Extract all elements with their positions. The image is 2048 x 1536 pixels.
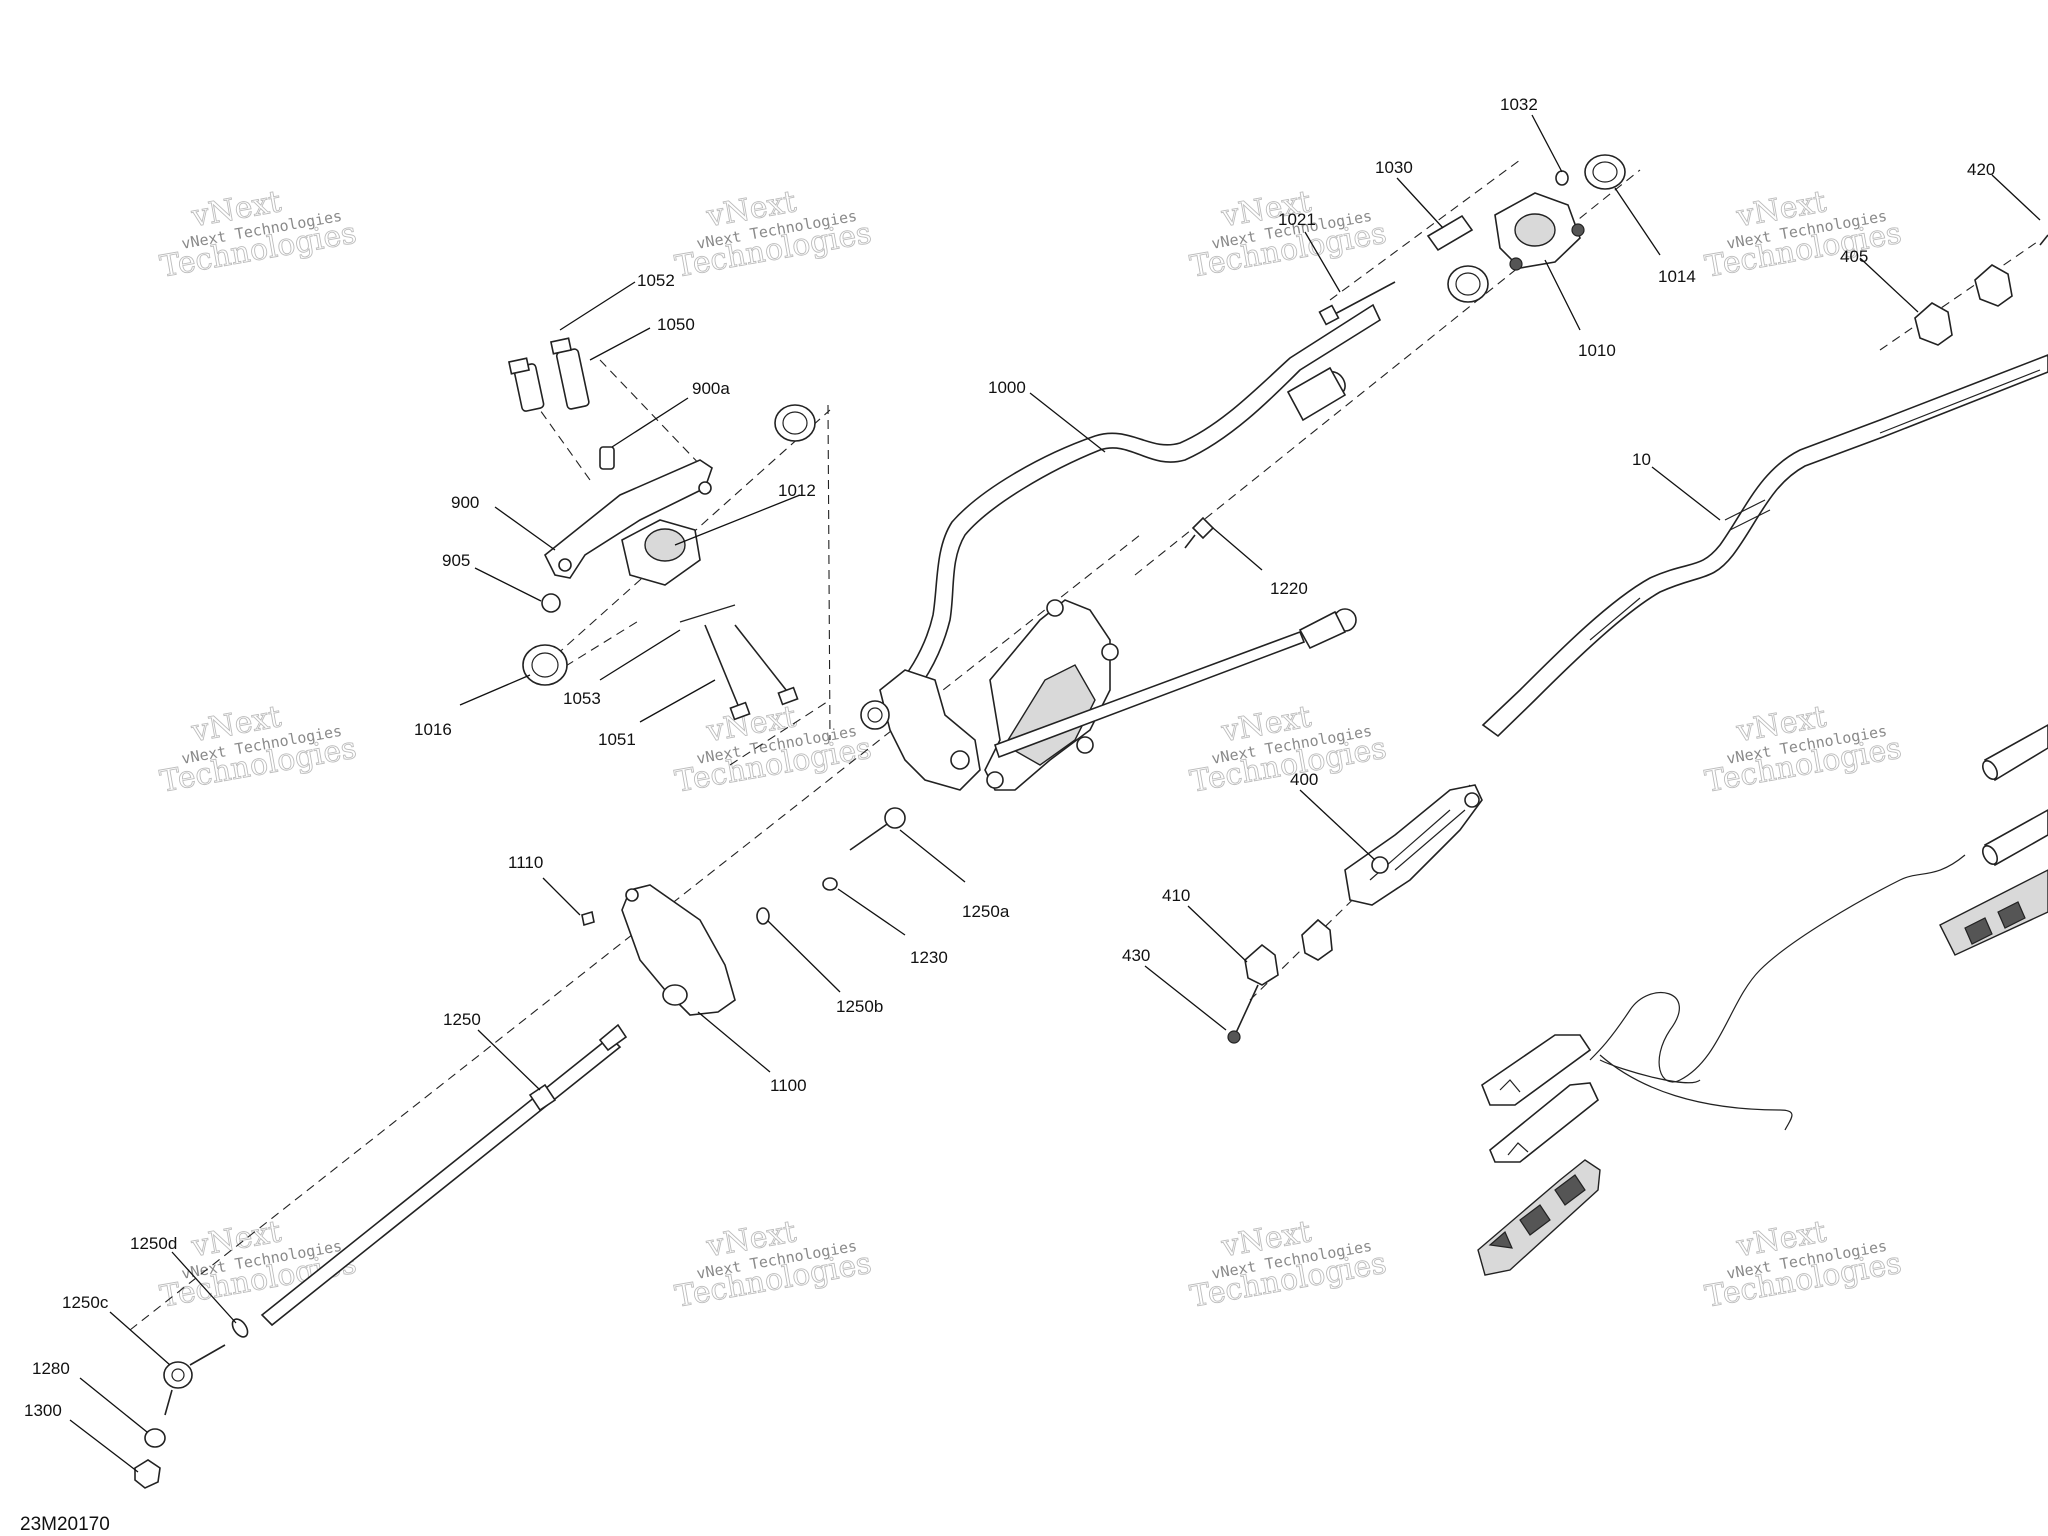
callout-1250a: 1250a <box>962 902 1010 921</box>
callout-1030: 1030 <box>1375 158 1413 177</box>
steering-shaft-1250 <box>260 1023 628 1327</box>
block-1012 <box>621 519 701 586</box>
upper-clamp-405 <box>1914 264 2013 346</box>
callout-405: 405 <box>1840 247 1868 266</box>
callout-1016: 1016 <box>414 720 452 739</box>
callout-1220: 1220 <box>1270 579 1308 598</box>
callout-1051: 1051 <box>598 730 636 749</box>
bolt-420 <box>2039 234 2048 246</box>
callout-1250: 1250 <box>443 1010 481 1029</box>
bushing-1014 <box>1584 154 1626 190</box>
callout-1230: 1230 <box>910 948 948 967</box>
callout-1052: 1052 <box>637 271 675 290</box>
watermark: vNext vNext Technologies Technologies <box>1702 184 1905 285</box>
callout-1110: 1110 <box>508 853 543 872</box>
grip-tube-upper <box>1981 724 2048 782</box>
handlebar-grip-left <box>1477 1159 1601 1276</box>
watermark: vNext vNext Technologies Technologies <box>1702 699 1905 800</box>
bushing-900a-upper <box>774 404 816 442</box>
watermark: vNext vNext Technologies Technologies <box>672 1214 875 1315</box>
support-1100 <box>621 884 736 1016</box>
callout-420: 420 <box>1967 160 1995 179</box>
handlebar-10 <box>1481 354 2048 738</box>
callout-1000: 1000 <box>988 378 1026 397</box>
callout-1250c: 1250c <box>62 1293 109 1312</box>
callout-1250d: 1250d <box>130 1234 177 1253</box>
bushing-1016 <box>522 644 568 686</box>
riser-400 <box>1344 784 1483 906</box>
callout-1100: 1100 <box>770 1076 807 1095</box>
heating-wire <box>1589 854 1966 1131</box>
washer-1280 <box>144 1428 166 1448</box>
callout-905: 905 <box>442 551 470 570</box>
washer-1032 <box>1555 170 1569 186</box>
grip-sleeve-upper <box>1481 1034 1592 1106</box>
assembly-axes <box>129 159 2041 1331</box>
callout-labels: 1032 1030 1021 1014 1010 420 405 1052 10… <box>24 95 1995 1420</box>
grip-sleeve-lower <box>1489 1082 1599 1163</box>
callout-1021: 1021 <box>1278 210 1316 229</box>
grip-tube-lower <box>1981 809 2048 867</box>
nut-1230 <box>822 877 838 891</box>
callout-10: 10 <box>1632 450 1651 469</box>
handlebar-grip-right <box>1939 869 2048 956</box>
clip-1053 <box>679 604 736 623</box>
spacer-1030 <box>1426 214 1474 252</box>
callout-1280: 1280 <box>32 1359 70 1378</box>
watermark: vNext vNext Technologies Technologies <box>157 699 360 800</box>
callout-1012: 1012 <box>778 481 816 500</box>
lower-clamp-410 <box>1244 918 1333 986</box>
watermark: vNext vNext Technologies Technologies <box>1702 1214 1905 1315</box>
handlebar-1000 <box>883 303 1382 712</box>
bolt-1051 <box>704 624 799 721</box>
callout-900a: 900a <box>692 379 730 398</box>
tie-rod-1220-assembly <box>993 608 1357 759</box>
callout-1250b: 1250b <box>836 997 883 1016</box>
callout-1032: 1032 <box>1500 95 1538 114</box>
callout-1010: 1010 <box>1578 341 1616 360</box>
callout-430: 430 <box>1122 946 1150 965</box>
callout-1014: 1014 <box>1658 267 1696 286</box>
callout-900: 900 <box>451 493 479 512</box>
callout-1053: 1053 <box>563 689 601 708</box>
sleeve-1050 <box>550 337 590 410</box>
watermark: vNext vNext Technologies Technologies <box>1187 1214 1390 1315</box>
screw-1110 <box>581 910 595 927</box>
pin-900a <box>599 446 615 470</box>
diagram-id: 23M20170 <box>20 1514 110 1535</box>
bushing-1030-ring <box>1447 265 1489 303</box>
watermark: vNext vNext Technologies Technologies <box>157 184 360 285</box>
tie-rod-end-1250a <box>849 807 906 851</box>
steering-housing <box>984 599 1119 791</box>
bolt-1220 <box>1184 516 1215 549</box>
callout-1300: 1300 <box>24 1401 62 1420</box>
clip-1250d <box>231 1318 249 1338</box>
bracket-900 <box>543 459 713 579</box>
watermark: vNext vNext Technologies Technologies <box>672 699 875 800</box>
bolt-1021 <box>1318 281 1396 326</box>
watermark: vNext vNext Technologies Technologies <box>672 184 875 285</box>
washer-1250b <box>756 907 770 925</box>
rod-end-1250c <box>163 1344 226 1416</box>
sleeve-1052 <box>508 357 545 412</box>
nut-905 <box>541 593 561 613</box>
leader-lines <box>69 114 2041 1473</box>
handlebar-clamp-1010 <box>1494 192 1585 271</box>
watermark: vNext vNext Technologies Technologies <box>157 1214 360 1315</box>
callout-1050: 1050 <box>657 315 695 334</box>
steering-bracket <box>860 669 981 791</box>
callout-400: 400 <box>1290 770 1318 789</box>
watermark: vNext vNext Technologies Technologies <box>1187 699 1390 800</box>
bolt-430 <box>1227 984 1259 1044</box>
callout-410: 410 <box>1162 886 1190 905</box>
nut-1300 <box>134 1459 161 1489</box>
